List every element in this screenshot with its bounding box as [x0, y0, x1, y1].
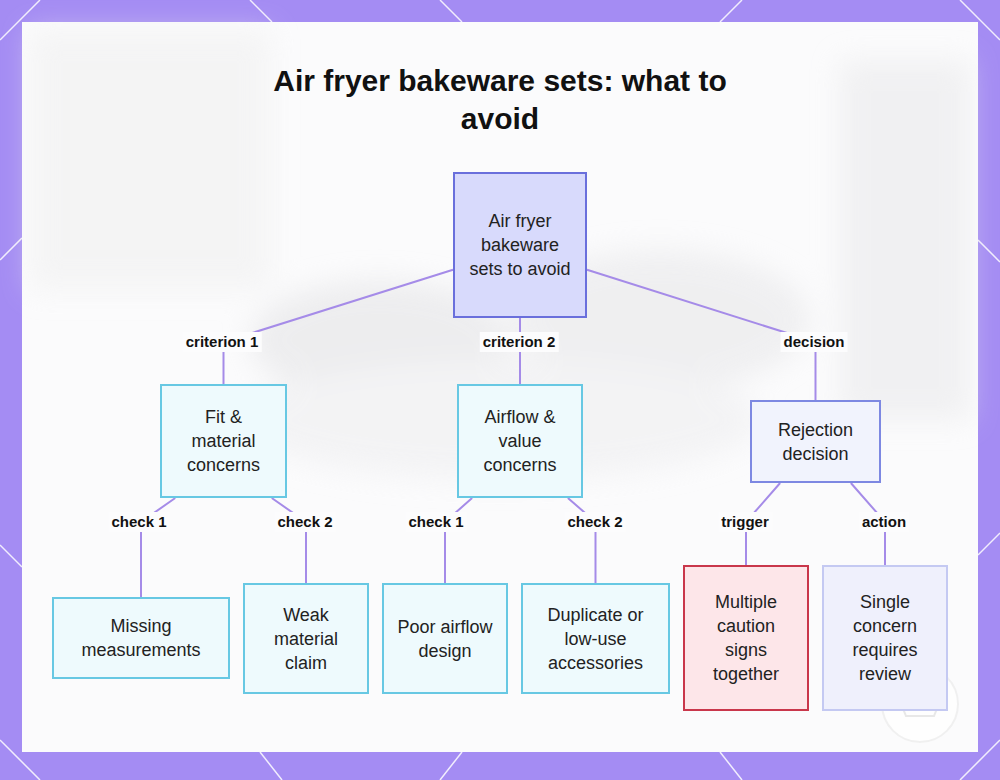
edge-label: check 1 — [405, 512, 466, 532]
connector-line — [224, 270, 454, 384]
decision-box: Rejection decision — [750, 400, 881, 483]
connector-line — [272, 498, 306, 583]
edge-label: criterion 1 — [183, 332, 262, 352]
diagram-title: Air fryer bakeware sets: what to avoid — [250, 62, 750, 138]
node-text: Airflow & value concerns — [471, 405, 569, 477]
trigger-box: Multiple caution signs together — [683, 565, 809, 711]
edge-label: criterion 2 — [480, 332, 559, 352]
panel — [22, 22, 978, 752]
node-text: Rejection decision — [764, 418, 867, 466]
action-box: Single concern requires review — [822, 565, 948, 711]
edge-label: trigger — [718, 512, 772, 532]
connector-line — [445, 498, 472, 583]
edge-label: action — [859, 512, 909, 532]
check-box: Duplicate or low-use accessories — [521, 583, 670, 694]
node-text: Missing measurements — [66, 614, 216, 662]
criterion-box: Airflow & value concerns — [457, 384, 583, 498]
connector-line — [568, 498, 596, 583]
node-text: Multiple caution signs together — [697, 590, 795, 686]
edge-label: check 2 — [274, 512, 335, 532]
node-text: Poor airflow design — [396, 615, 494, 663]
edge-label: check 2 — [564, 512, 625, 532]
node-text: Single concern requires review — [836, 590, 934, 686]
check-box: Poor airflow design — [382, 583, 508, 694]
criterion-box: Fit & material concerns — [160, 384, 287, 498]
node-text: Duplicate or low-use accessories — [535, 603, 656, 675]
root-box: Air fryer bakeware sets to avoid — [453, 172, 587, 318]
check-box: Weak material claim — [243, 583, 369, 694]
edge-label: check 1 — [108, 512, 169, 532]
node-text: Air fryer bakeware sets to avoid — [469, 209, 571, 281]
edge-label: decision — [781, 332, 848, 352]
check-box: Missing measurements — [52, 597, 230, 679]
node-text: Weak material claim — [257, 603, 355, 675]
node-text: Fit & material concerns — [174, 405, 273, 477]
